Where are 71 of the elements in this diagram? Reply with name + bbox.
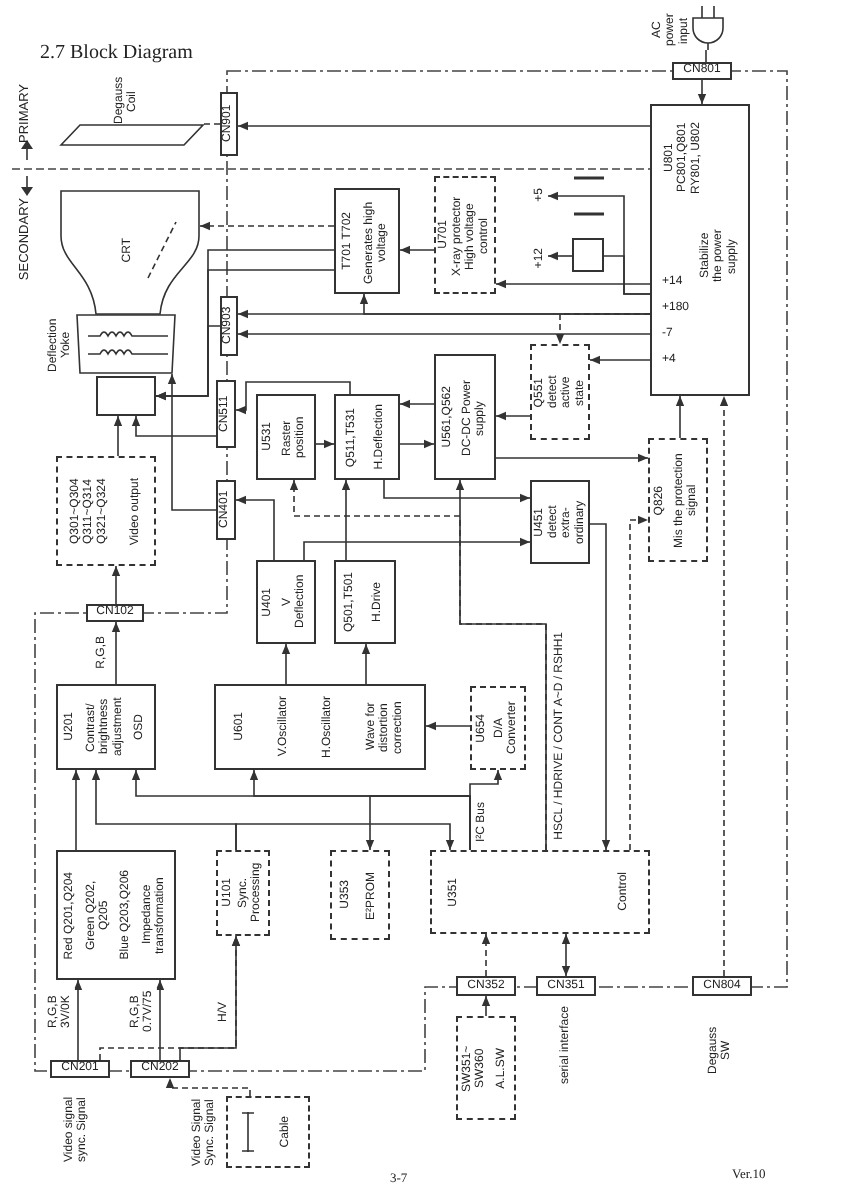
connector-line [705,49,707,63]
arrow [495,411,531,421]
arrow [111,621,121,685]
arrow [155,979,165,1061]
arrow [547,251,573,261]
arrow [131,415,217,437]
circuit-block [56,850,176,980]
circuit-block [530,480,590,564]
arrow [99,935,241,1061]
arrow [697,79,707,105]
arrow [719,395,729,977]
circuit-block [648,438,708,562]
arrow [399,439,435,449]
arrow [73,979,83,1061]
arrow [469,769,503,851]
diagram-title: 2.7 Block Diagram [40,42,193,65]
circuit-block [214,684,426,770]
arrow [237,329,651,339]
arrow [303,537,531,561]
arrow [481,933,491,977]
circuit-block [470,686,526,770]
arrow [555,313,651,345]
arrow [675,395,685,439]
regulator-block [572,238,604,272]
arrow [365,795,471,851]
arrow [315,439,335,449]
arrow [341,479,351,561]
arrow [179,935,241,1061]
arrow [425,721,471,731]
arrow [113,415,123,457]
circuit-block [434,354,496,480]
arrow [481,995,491,1017]
arrow [167,373,217,511]
circuit-block [530,344,590,440]
arrow [589,523,611,851]
arrow [235,823,455,851]
circuit-block [334,394,400,480]
arrow [589,355,651,365]
circuit-block [650,104,750,396]
arrow [199,221,335,231]
crt-neck [96,376,156,416]
arrow [629,515,649,851]
connector-line [603,255,651,295]
connector-line [155,325,221,397]
arrow [495,453,649,463]
circuit-block [216,850,270,936]
arrow [383,479,531,503]
circuit-block [430,850,650,934]
arrow [561,933,571,977]
circuit-block [334,560,396,644]
circuit-block [256,394,316,480]
circuit-block [56,684,156,770]
arrow [281,643,291,685]
circuit-block [56,456,156,566]
arrow [71,769,81,851]
arrow [399,399,435,409]
arrow [237,121,651,131]
circuit-block [334,188,400,294]
arrow [111,565,121,605]
arrow [289,479,547,851]
arrow [235,381,351,415]
connector-line [203,123,221,125]
arrow [235,495,275,561]
arrow [495,279,651,289]
circuit-block [330,850,390,940]
circuit-block [434,176,496,294]
circuit-block [456,1016,516,1120]
arrow [399,245,435,255]
circuit-block [256,560,316,644]
arrow [165,1077,251,1097]
arrow [361,643,371,685]
